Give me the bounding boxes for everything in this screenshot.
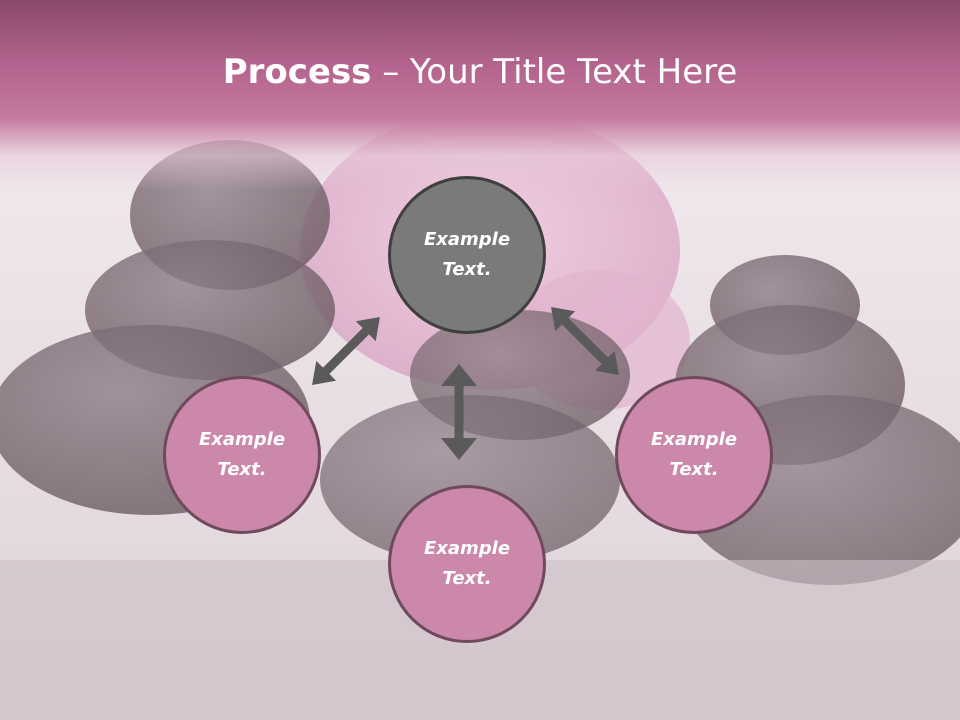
- node-text-line2: Text.: [669, 459, 719, 480]
- double-arrow-vertical-icon: [441, 364, 477, 460]
- node-text-line1: Example: [650, 429, 738, 450]
- double-arrow-right-icon: [551, 307, 619, 375]
- node-text-line1: Example: [198, 429, 286, 450]
- title-rest-part: – Your Title Text Here: [371, 52, 738, 92]
- node-text-line1: Example: [423, 538, 511, 559]
- double-arrow-left-icon: [312, 317, 380, 385]
- node-text-line1: Example: [423, 229, 511, 250]
- title-bold-part: Process: [222, 52, 372, 92]
- node-text-line2: Text.: [217, 459, 267, 480]
- slide-title: Process – Your Title Text Here: [0, 52, 960, 92]
- node-text-line2: Text.: [442, 568, 492, 589]
- title-bar: [0, 0, 960, 190]
- node-text-line2: Text.: [442, 259, 492, 280]
